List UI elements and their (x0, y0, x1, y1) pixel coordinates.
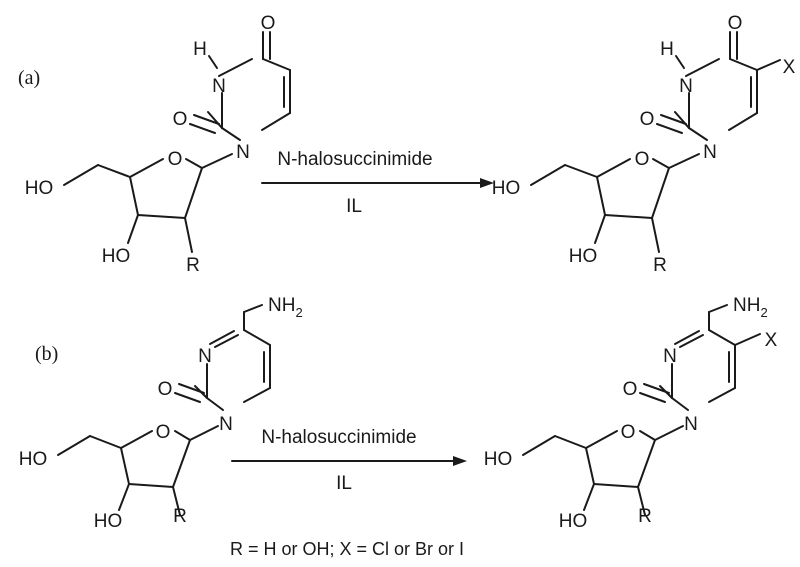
arrow-a-head (480, 178, 494, 188)
reactant-a-substituent-r: R (186, 255, 200, 276)
reactant-b-atom-n3: N (198, 346, 212, 367)
reactant-a-atom-h: H (193, 39, 207, 60)
reaction-a-arrow: N-halosuccinimide IL (261, 149, 494, 217)
product-b-atom-o-carbonyl: O (623, 379, 638, 400)
product-b-atom-n1: N (684, 414, 698, 435)
reactant-b-amino-nh: NH (268, 295, 295, 316)
product-a-hydroxyl-3prime: HO (569, 246, 598, 267)
reaction-b-solvent: IL (336, 473, 352, 494)
product-a-atom-n1: N (703, 142, 717, 163)
reactant-b-atom-o-carbonyl: O (158, 379, 173, 400)
reactant-b-hydroxyl-5prime: HO (19, 449, 48, 470)
product-a-atom-h: H (660, 39, 674, 60)
product-a-substituent-r: R (653, 255, 667, 276)
product-b-atom-o-ring: O (621, 422, 636, 443)
product-a-atom-o-ring: O (635, 149, 650, 170)
product-a-halogen-x: X (783, 57, 796, 78)
reaction-a-solvent: IL (346, 196, 362, 217)
reaction-b-reactant: NH2 N O N O HO HO R (19, 295, 303, 532)
arrow-b-head (453, 456, 467, 466)
reaction-a-reactant: H N O O N O HO HO R (25, 13, 291, 276)
reactant-a-atom-o-ring: O (168, 149, 183, 170)
reactant-b-amino-nh2: NH2 (268, 295, 303, 320)
substituent-legend: R = H or OH; X = Cl or Br or I (230, 539, 464, 559)
reactant-a-atom-n1: N (236, 142, 250, 163)
product-b-hydroxyl-3prime: HO (559, 511, 588, 532)
product-b-bonds (522, 304, 761, 516)
reactant-b-hydroxyl-3prime: HO (94, 511, 123, 532)
reaction-b-arrow: N-halosuccinimide IL (231, 427, 467, 494)
product-a-atom-o-keto: O (728, 13, 743, 34)
reactant-a-bonds (63, 31, 291, 253)
product-b-hydroxyl-5prime: HO (484, 449, 513, 470)
reactant-b-substituent-r: R (173, 506, 187, 527)
reactant-b-amino-subscript: 2 (295, 305, 302, 320)
reactant-b-atom-o-ring: O (156, 422, 171, 443)
reaction-a-reagent: N-halosuccinimide (277, 149, 432, 170)
product-a-atom-o-carbonyl: O (640, 109, 655, 130)
reaction-b: (b) (19, 295, 778, 532)
product-b-amino-nh2: NH2 (733, 295, 768, 320)
reactant-a-atom-o-keto: O (261, 13, 276, 34)
product-b-amino-subscript: 2 (760, 305, 767, 320)
product-a-atom-n3: N (679, 76, 693, 97)
reaction-a-label: (a) (18, 67, 40, 89)
reactant-b-bonds (57, 304, 271, 516)
reaction-b-label: (b) (35, 343, 58, 365)
reactant-b-atom-n1: N (219, 414, 233, 435)
reactant-a-hydroxyl-5prime: HO (25, 178, 54, 199)
product-b-halogen-x: X (765, 330, 778, 351)
product-b-atom-n3: N (663, 346, 677, 367)
reaction-a-product: H N O X O N O HO HO R (492, 13, 796, 276)
reaction-b-reagent: N-halosuccinimide (261, 427, 416, 448)
product-a-hydroxyl-5prime: HO (492, 178, 521, 199)
reactant-a-atom-o-carbonyl: O (173, 109, 188, 130)
reaction-b-product: NH2 N X O N O HO HO R (484, 295, 778, 532)
product-b-substituent-r: R (638, 506, 652, 527)
product-a-bonds (530, 31, 781, 253)
reactant-a-atom-n3: N (212, 76, 226, 97)
product-b-amino-nh: NH (733, 295, 760, 316)
reactant-a-hydroxyl-3prime: HO (102, 246, 131, 267)
reaction-a: (a) (18, 13, 796, 276)
